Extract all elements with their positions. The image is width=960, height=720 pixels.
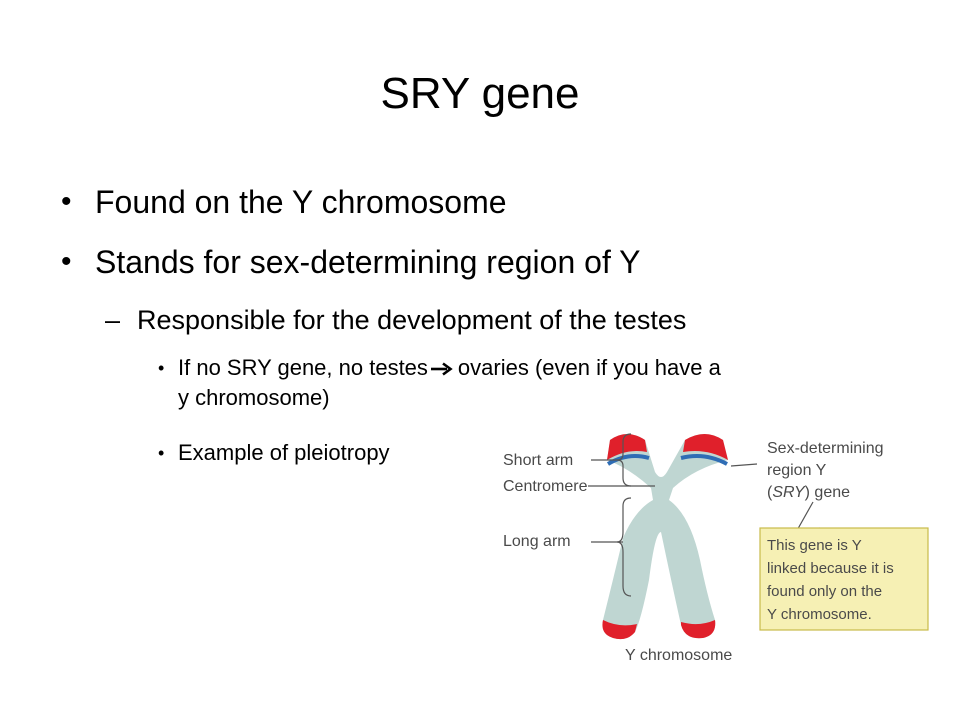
sub-sub-text: Example of pleiotropy (178, 440, 390, 465)
bullet-text: Found on the Y chromosome (95, 184, 507, 220)
sub-sub-text-part2: ovaries (even if you have a (457, 355, 721, 380)
label-leaders (588, 433, 821, 597)
sub-sub-bullet-pleiotropy: • Example of pleiotropy (158, 438, 390, 468)
y-chromosome-figure: Short arm Centromere Long arm Sex-determ… (495, 420, 940, 670)
bullet-dot: • (158, 443, 165, 463)
sub-bullet-text: Responsible for the development of the t… (137, 305, 687, 335)
callout-line-4: Y chromosome. (767, 606, 872, 623)
label-long-arm: Long arm (503, 533, 571, 550)
long-arm-right-tip (681, 620, 716, 639)
sub-sub-text-part1: If no SRY gene, no testes (178, 355, 428, 380)
sub-sub-text-line2: y chromosome) (178, 385, 330, 410)
sry-band-left (606, 454, 650, 466)
short-arm-right-tip (683, 434, 728, 460)
bullet-dot: • (61, 185, 72, 218)
slide-title: SRY gene (380, 69, 580, 118)
callout-line-1: This gene is Y (767, 537, 862, 554)
label-short-arm: Short arm (503, 452, 573, 469)
chromosome-shape (602, 434, 728, 640)
bullet-text: Stands for sex-determining region of Y (95, 244, 641, 280)
short-arm-left-tip (607, 434, 647, 460)
callout-line-2: linked because it is (767, 560, 894, 577)
figure-caption: Y chromosome (625, 647, 732, 664)
label-sry-line2: region Y (767, 462, 827, 479)
label-centromere: Centromere (503, 478, 588, 495)
sry-band-right (680, 454, 728, 466)
bullet-found-on-y: • Found on the Y chromosome (61, 182, 507, 222)
chromosome-diagram: Short arm Centromere Long arm Sex-determ… (503, 433, 929, 664)
bullet-stands-for: • Stands for sex-determining region of Y (61, 242, 641, 282)
callout-box (759, 527, 929, 631)
dash-marker: – (105, 305, 121, 335)
sub-bullet-responsible: – Responsible for the development of the… (105, 303, 687, 337)
label-sry-line3: (SRY) gene (767, 484, 850, 501)
long-arm-left-tip (602, 620, 637, 640)
right-arrow-icon (430, 362, 453, 376)
bullet-dot: • (61, 245, 72, 278)
sub-sub-bullet-no-sry: • If no SRY gene, no testes ovaries (even… (158, 353, 898, 413)
label-sry-line1: Sex-determining (767, 440, 884, 457)
callout-line-3: found only on the (767, 583, 882, 600)
bullet-dot: • (158, 358, 165, 378)
